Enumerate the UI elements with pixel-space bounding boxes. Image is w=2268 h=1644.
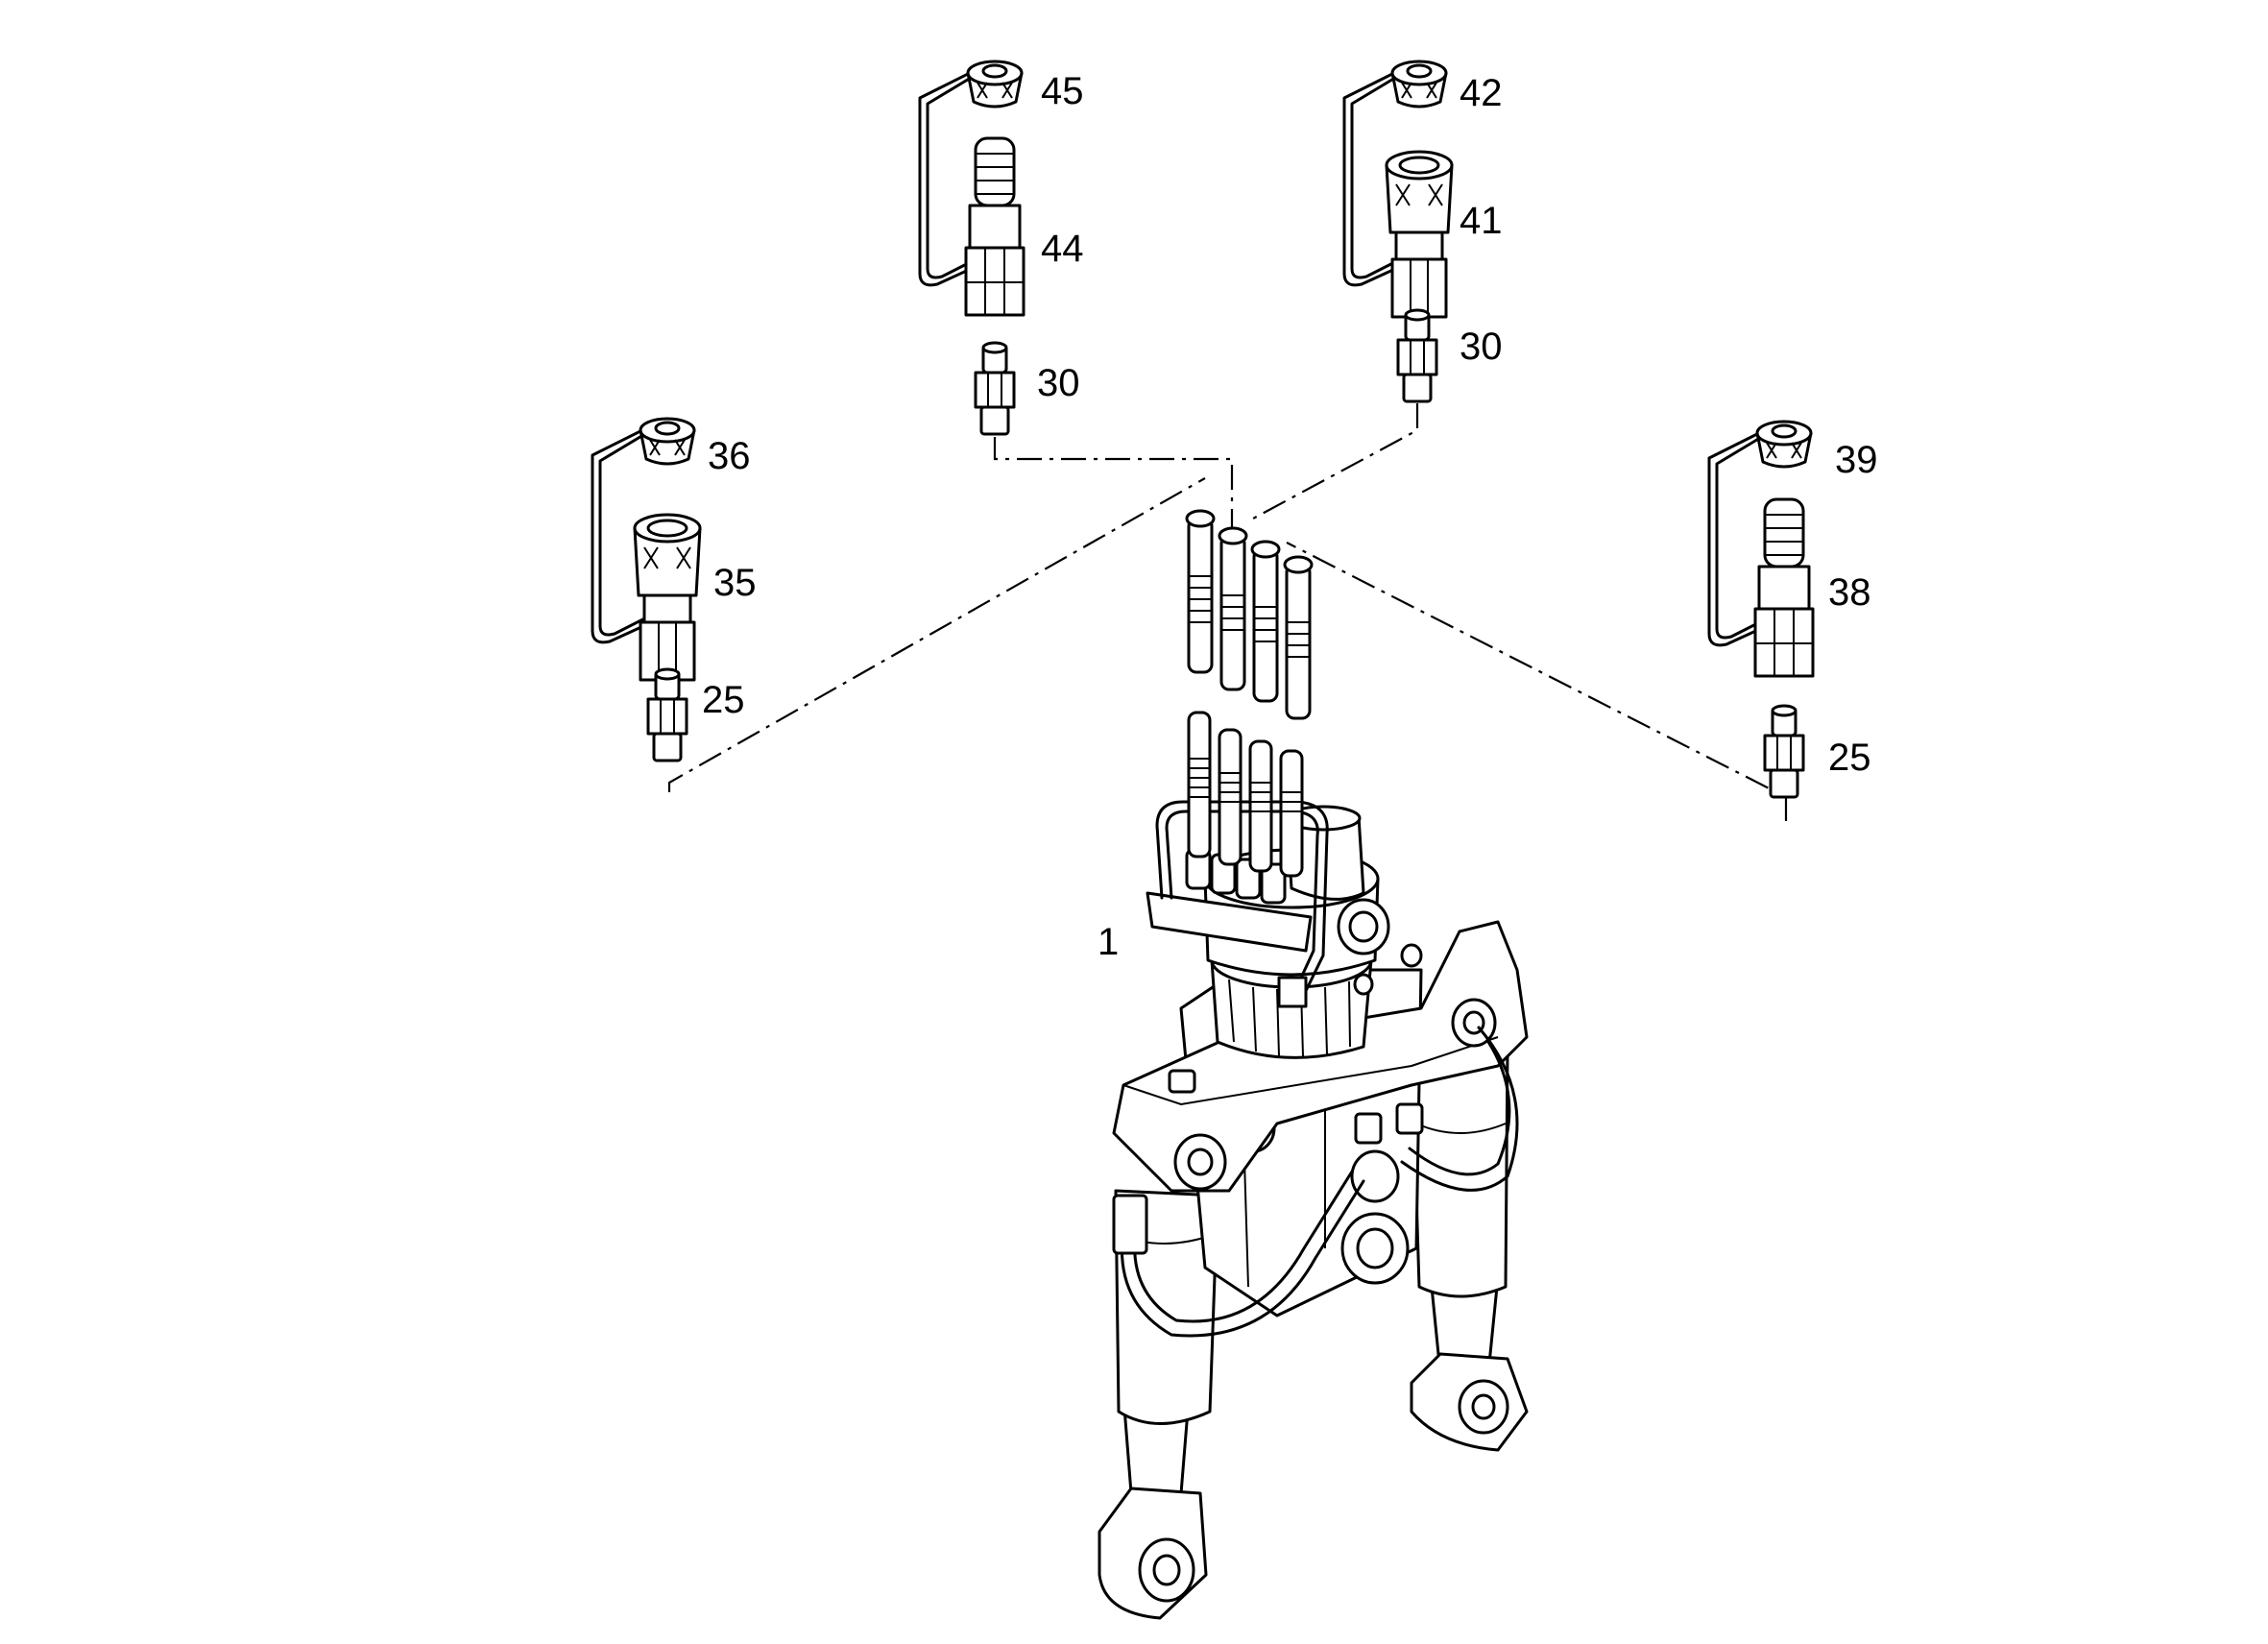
fitting-group-39-38-25 xyxy=(1707,420,1815,799)
male-coupling-44 xyxy=(964,136,1025,317)
assembly-lines xyxy=(667,403,1788,821)
callout-42: 42 xyxy=(1460,72,1503,114)
callout-38: 38 xyxy=(1828,571,1871,614)
fitting-group-36-35-25 xyxy=(591,417,702,762)
callout-44: 44 xyxy=(1041,228,1084,270)
fitting-group-45-44-30 xyxy=(918,60,1025,436)
callout-1: 1 xyxy=(1098,921,1119,963)
adapter-30 xyxy=(974,341,1016,436)
valve-cylinder-assembly-1 xyxy=(1098,509,1529,1620)
adapter-25 xyxy=(1763,704,1805,799)
adapter-25 xyxy=(646,667,688,762)
adapter-30 xyxy=(1396,308,1438,403)
callout-41: 41 xyxy=(1460,200,1503,242)
male-coupling-38 xyxy=(1753,497,1815,678)
female-coupling-41 xyxy=(1385,150,1454,319)
callout-36: 36 xyxy=(708,435,751,477)
callout-25-left: 25 xyxy=(702,679,745,721)
female-coupling-35 xyxy=(633,513,702,682)
callout-30-right: 30 xyxy=(1460,326,1503,368)
callout-39: 39 xyxy=(1835,439,1878,481)
callout-45: 45 xyxy=(1041,70,1084,112)
callout-30-left: 30 xyxy=(1037,362,1080,404)
callout-labels: 45 44 30 42 41 30 36 35 25 39 38 25 1 xyxy=(702,70,1878,963)
callout-25-right: 25 xyxy=(1828,737,1871,779)
fitting-group-42-41-30 xyxy=(1342,60,1454,403)
callout-35: 35 xyxy=(713,562,757,604)
